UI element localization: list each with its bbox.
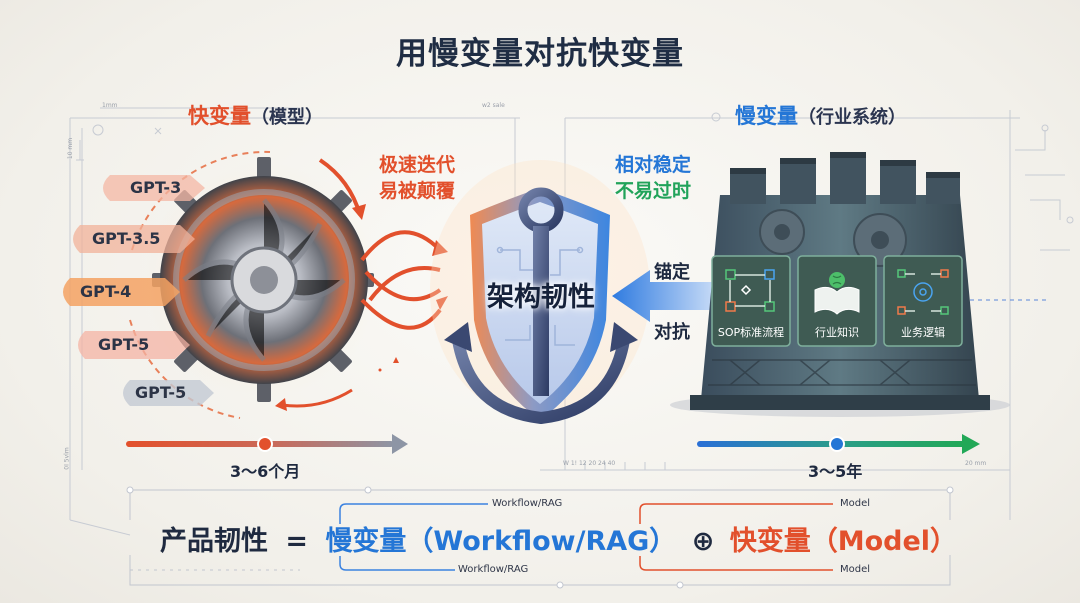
formula-equals: = (285, 526, 309, 557)
formula-slow-term: 慢变量（Workflow/RAG） (325, 526, 677, 557)
model-pill: GPT-3 (130, 178, 182, 197)
anchor (444, 187, 638, 425)
scale-right: w2 sale (482, 102, 505, 109)
slow-callout-line: 不易过时 (614, 180, 691, 202)
model-pill: GPT-4 (80, 282, 132, 301)
knowledge-book-icon (814, 272, 860, 315)
anchor-label: 锚定 (654, 262, 690, 283)
timeline-left-label: 3～6个月 (230, 462, 301, 481)
flow-icon (725, 269, 775, 312)
slow-callout-line: 相对稳定 (614, 154, 691, 176)
fast-arrows (360, 230, 442, 330)
fast-gear (129, 150, 380, 419)
timeline-right-label: 3～5年 (808, 462, 863, 481)
vertical-note-2: 0I 5vlm (63, 447, 71, 470)
right-header: 慢变量（行业系统） (735, 100, 906, 130)
resilience-label: 架构韧性 (487, 282, 595, 313)
formula-brackets (339, 503, 833, 571)
scale-top: 1mm (102, 102, 118, 109)
model-pill-shapes (63, 175, 214, 406)
logic-gear-icon (897, 269, 949, 315)
slow-callout: 相对稳定 不易过时 (598, 152, 708, 204)
formula-frame (69, 486, 954, 589)
card-label-sop: SOP标准流程 (717, 326, 785, 339)
fast-callout-line: 易被颠覆 (378, 180, 455, 202)
formula-fast-term: 快变量（Model） (729, 526, 958, 557)
page-title: 用慢变量对抗快变量 (396, 36, 684, 72)
bottom-ticks: W 1! 12 20 24 40 (563, 460, 616, 467)
timeline-right (697, 434, 980, 454)
card-label-logic: 业务逻辑 (901, 326, 945, 339)
vertical-note-1: 10 mm (67, 137, 75, 160)
left-header-sub: （模型） (251, 107, 323, 128)
formula: 产品韧性 = 慢变量（Workflow/RAG） ⊕ 快变量（Model） (160, 519, 957, 558)
formula-note-slow-bottom: Workflow/RAG (458, 564, 529, 575)
formula-note-fast-bottom: Model (840, 564, 871, 575)
formula-operator: ⊕ (691, 526, 715, 557)
formula-note-fast-top: Model (840, 498, 871, 509)
anchor-arrow (612, 270, 720, 322)
model-pill: GPT-3.5 (92, 229, 161, 248)
industry-tower (670, 152, 1010, 417)
formula-note-slow-top: Workflow/RAG (492, 498, 563, 509)
right-header-sub: （行业系统） (798, 107, 906, 128)
model-pill: GPT-5 (98, 335, 150, 354)
model-pill: GPT-5 (135, 383, 187, 402)
fast-callout: 极速迭代 易被颠覆 (362, 152, 472, 204)
fast-callout-line: 极速迭代 (378, 154, 455, 176)
timeline-left (126, 434, 408, 454)
left-header-main: 快变量 (188, 104, 251, 128)
card-label-knowledge: 行业知识 (815, 326, 859, 339)
right-header-main: 慢变量 (735, 104, 798, 128)
formula-lhs: 产品韧性 (160, 526, 268, 557)
left-header: 快变量（模型） (188, 100, 323, 130)
resist-label: 对抗 (654, 322, 690, 343)
bottom-right-scale: 20 mm (965, 460, 987, 467)
